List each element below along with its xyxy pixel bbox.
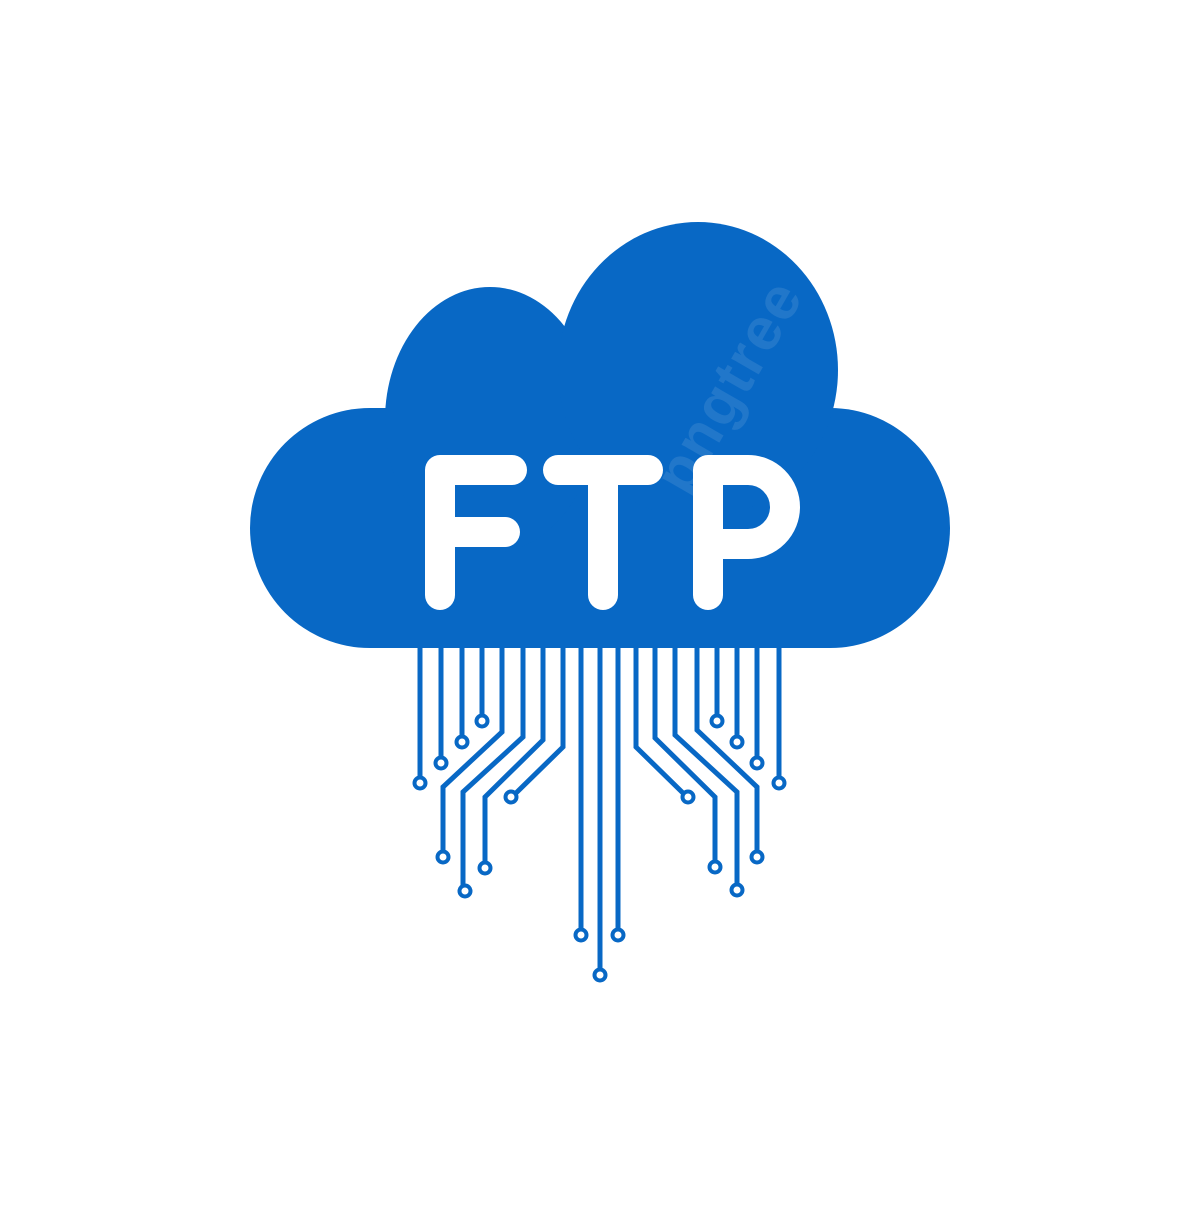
circuit-lines — [417, 646, 782, 969]
circuit-nodes — [412, 713, 787, 983]
ftp-letters — [425, 455, 800, 610]
